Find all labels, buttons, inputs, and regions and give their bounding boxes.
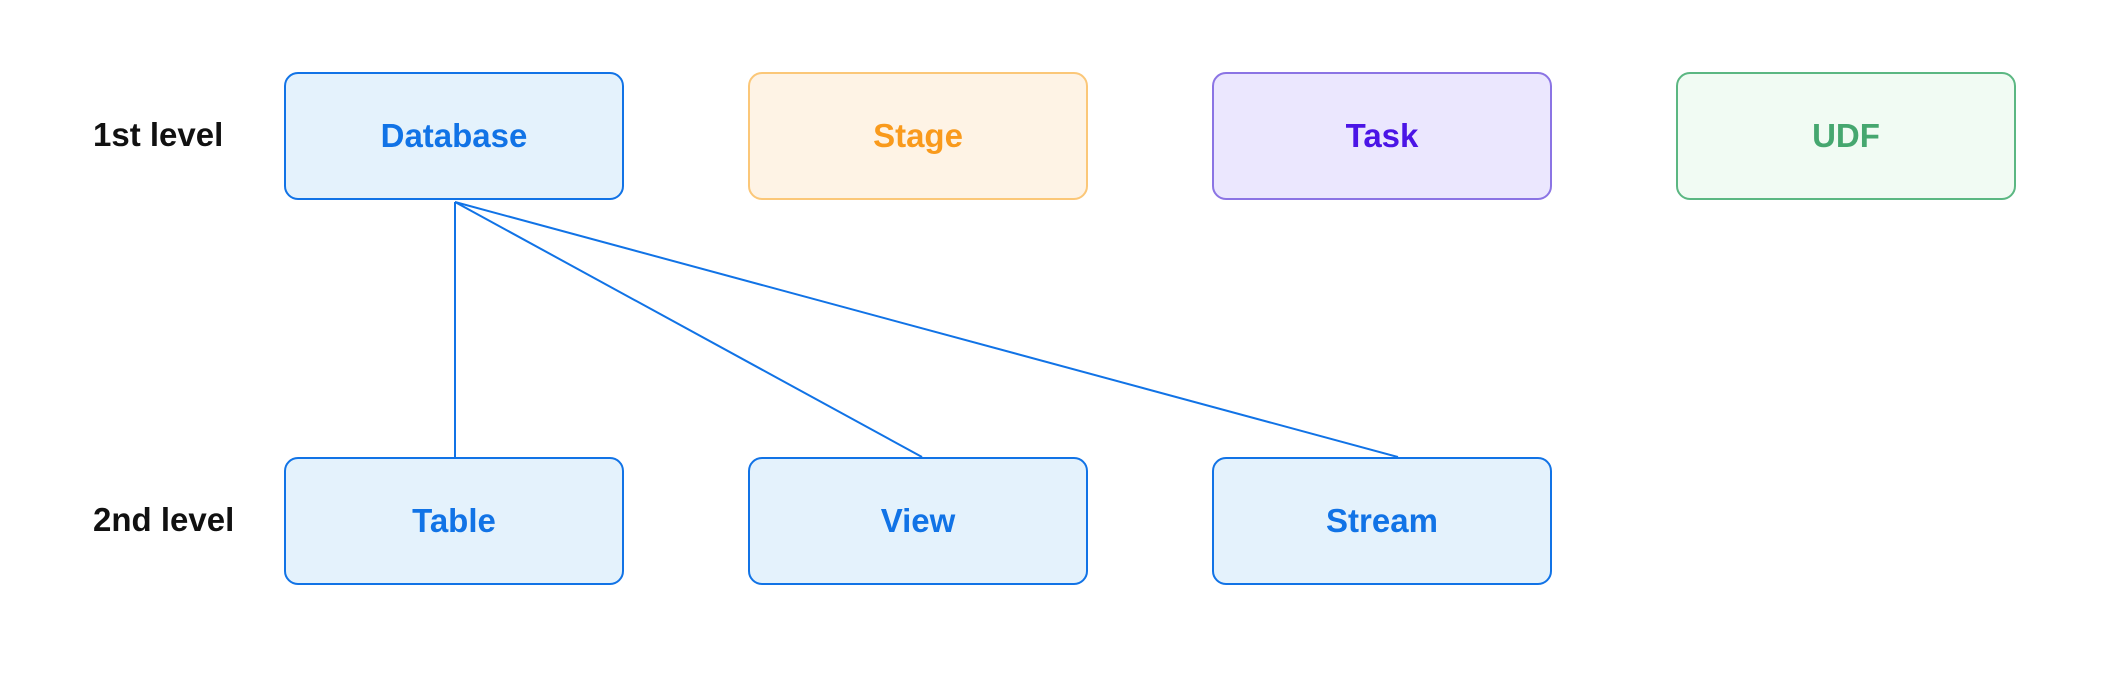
task-node[interactable]: Task: [1212, 72, 1552, 200]
table-node-label: Table: [412, 502, 496, 539]
database-node[interactable]: Database: [284, 72, 624, 200]
first-level-label: 1st level: [93, 116, 224, 153]
edge-database-view: [454, 201, 923, 458]
udf-node[interactable]: UDF: [1676, 72, 2016, 200]
stream-node-label: Stream: [1326, 502, 1438, 539]
view-node[interactable]: View: [748, 457, 1088, 585]
database-node-label: Database: [380, 117, 528, 154]
second-level-label: 2nd level: [93, 501, 235, 538]
udf-node-label: UDF: [1812, 117, 1880, 154]
table-node[interactable]: Table: [284, 457, 624, 585]
stage-node-label: Stage: [873, 117, 963, 154]
stage-node[interactable]: Stage: [748, 72, 1088, 200]
task-node-label: Task: [1345, 117, 1419, 154]
edge-database-stream: [454, 201, 1399, 458]
stream-node[interactable]: Stream: [1212, 457, 1552, 585]
view-node-label: View: [880, 502, 956, 539]
